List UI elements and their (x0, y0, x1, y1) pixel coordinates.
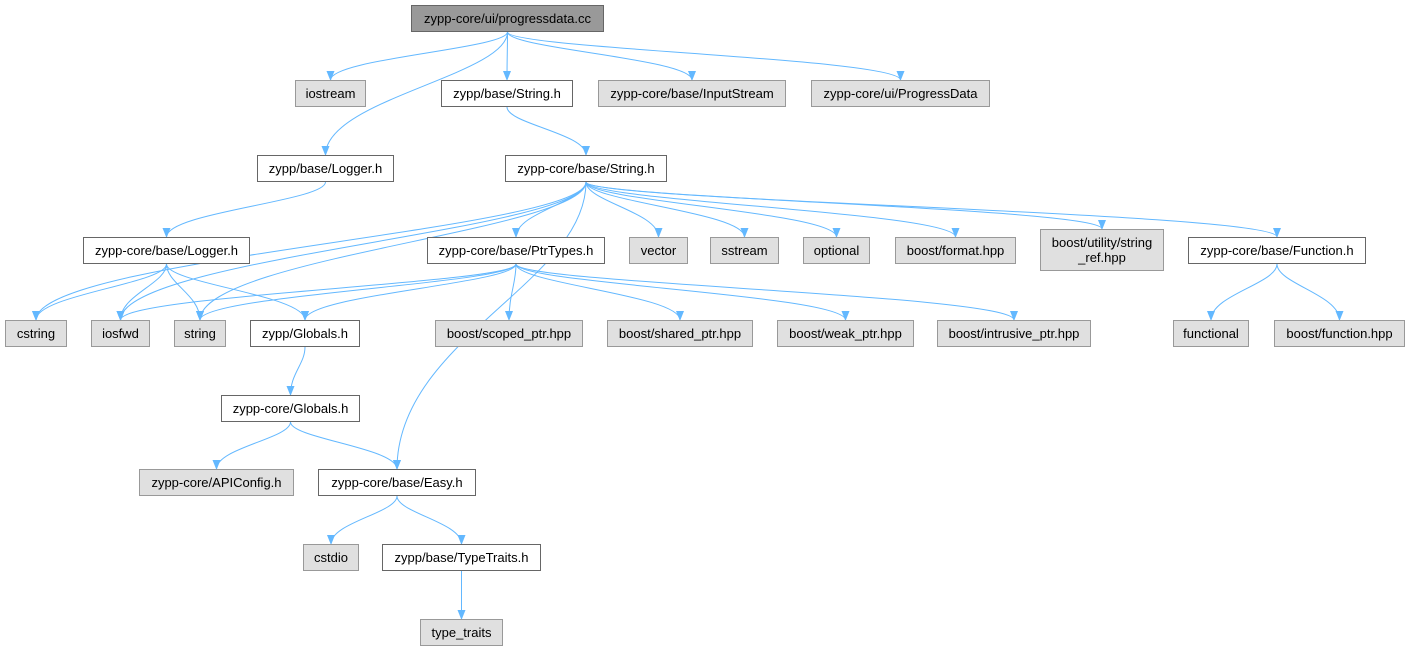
edge-progressdata_cc-to-zypp_base_logger_h (321, 31, 508, 156)
edge-core_globals_h-to-easy_h (290, 421, 401, 470)
node-boost-shared-ptr[interactable]: boost/shared_ptr.hpp (607, 320, 753, 347)
node-boost-format[interactable]: boost/format.hpp (895, 237, 1016, 264)
edge-core_logger_h-to-cstring (32, 263, 167, 321)
node-core-globals-h[interactable]: zypp-core/Globals.h (221, 395, 360, 422)
node-cstdio[interactable]: cstdio (303, 544, 359, 571)
edge-easy_h-to-cstdio (327, 495, 398, 545)
edge-core_string_h-to-function_h (585, 181, 1281, 238)
edge-core_logger_h-to-iosfwd (116, 263, 167, 321)
edge-function_h-to-boost_function (1276, 263, 1344, 321)
edge-ptrtypes_h-to-string (196, 263, 517, 321)
edge-core_logger_h-to-string (166, 263, 204, 321)
edge-core_string_h-to-cstring (32, 181, 587, 321)
node-progressdata[interactable]: zypp-core/ui/ProgressData (811, 80, 990, 107)
edge-core_string_h-to-iosfwd (116, 181, 587, 321)
node-boost-weak-ptr[interactable]: boost/weak_ptr.hpp (777, 320, 914, 347)
node-typetraits-h[interactable]: zypp/base/TypeTraits.h (382, 544, 541, 571)
node-boost-string-ref-line2: _ref.hpp (1078, 250, 1126, 265)
edge-function_h-to-functional (1207, 263, 1278, 321)
edge-progressdata_cc-to-zypp_base_string_h (503, 31, 512, 81)
node-zypp-globals-h[interactable]: zypp/Globals.h (250, 320, 360, 347)
node-functional[interactable]: functional (1173, 320, 1249, 347)
node-sstream[interactable]: sstream (710, 237, 779, 264)
node-boost-string-ref-line1: boost/utility/string (1051, 235, 1153, 250)
edge-progressdata_cc-to-progressdata (507, 31, 905, 81)
node-ptrtypes-h[interactable]: zypp-core/base/PtrTypes.h (427, 237, 605, 264)
edge-ptrtypes_h-to-boost_scoped_ptr (505, 263, 517, 321)
node-type-traits[interactable]: type_traits (420, 619, 503, 646)
edge-core_string_h-to-vector (585, 181, 663, 238)
node-boost-intrusive-ptr[interactable]: boost/intrusive_ptr.hpp (937, 320, 1091, 347)
edge-core_string_h-to-boost_string_ref (585, 181, 1106, 230)
edge-zypp_base_logger_h-to-core_logger_h (162, 181, 326, 238)
node-optional[interactable]: optional (803, 237, 870, 264)
edge-progressdata_cc-to-inputstream (507, 31, 696, 81)
edge-ptrtypes_h-to-boost_intrusive_ptr (515, 263, 1018, 321)
edge-ptrtypes_h-to-zypp_globals_h (301, 263, 517, 321)
edge-core_string_h-to-optional (585, 181, 841, 238)
node-boost-function[interactable]: boost/function.hpp (1274, 320, 1405, 347)
edge-ptrtypes_h-to-iosfwd (116, 263, 517, 321)
node-core-logger-h[interactable]: zypp-core/base/Logger.h (83, 237, 250, 264)
edge-zypp_globals_h-to-core_globals_h (286, 346, 306, 396)
node-boost-string-ref[interactable]: boost/utility/string _ref.hpp (1040, 229, 1164, 271)
node-function-h[interactable]: zypp-core/base/Function.h (1188, 237, 1366, 264)
node-vector[interactable]: vector (629, 237, 688, 264)
edge-core_string_h-to-ptrtypes_h (512, 181, 587, 238)
node-boost-scoped-ptr[interactable]: boost/scoped_ptr.hpp (435, 320, 583, 347)
node-iostream[interactable]: iostream (295, 80, 366, 107)
node-iosfwd[interactable]: iosfwd (91, 320, 150, 347)
node-inputstream[interactable]: zypp-core/base/InputStream (598, 80, 786, 107)
edge-core_string_h-to-boost_format (585, 181, 960, 238)
edge-core_string_h-to-string (196, 181, 587, 321)
edge-progressdata_cc-to-iostream (326, 31, 508, 81)
edge-easy_h-to-typetraits_h (396, 495, 466, 545)
node-zypp-base-string-h[interactable]: zypp/base/String.h (441, 80, 573, 107)
node-core-string-h[interactable]: zypp-core/base/String.h (505, 155, 667, 182)
node-easy-h[interactable]: zypp-core/base/Easy.h (318, 469, 476, 496)
edge-core_string_h-to-sstream (585, 181, 749, 238)
node-cstring[interactable]: cstring (5, 320, 67, 347)
edge-core_globals_h-to-apiconfig_h (212, 421, 291, 470)
node-zypp-base-logger-h[interactable]: zypp/base/Logger.h (257, 155, 394, 182)
edge-ptrtypes_h-to-boost_shared_ptr (515, 263, 684, 321)
edge-core_string_h-to-easy_h (393, 181, 587, 470)
node-progressdata-cc[interactable]: zypp-core/ui/progressdata.cc (411, 5, 604, 32)
node-boost-string-ref-label: boost/utility/string _ref.hpp (1052, 235, 1152, 265)
node-apiconfig-h[interactable]: zypp-core/APIConfig.h (139, 469, 294, 496)
node-string[interactable]: string (174, 320, 226, 347)
edge-core_logger_h-to-zypp_globals_h (166, 263, 309, 321)
edge-ptrtypes_h-to-boost_weak_ptr (515, 263, 850, 321)
edge-zypp_base_string_h-to-core_string_h (506, 106, 590, 156)
